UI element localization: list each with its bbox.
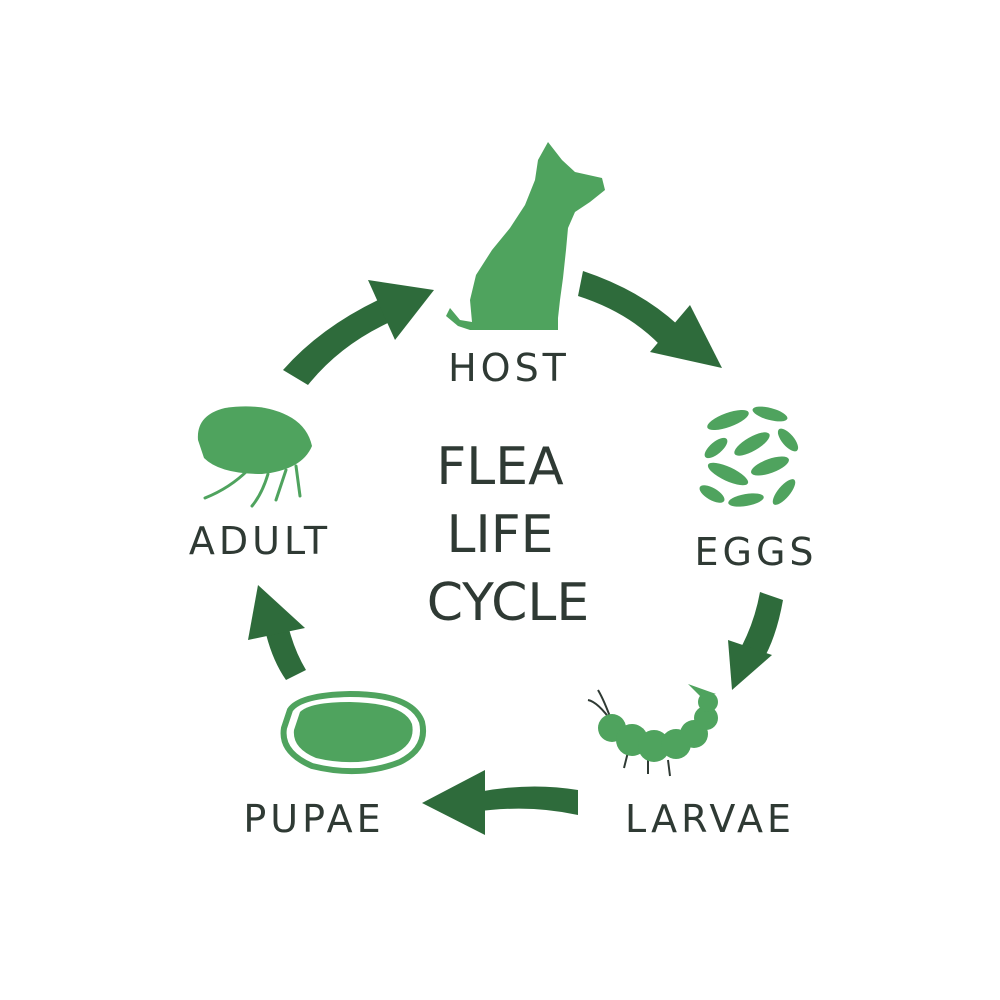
label-pupae: PUPAE: [243, 797, 384, 841]
arrow-eggs-to-larvae: [728, 592, 783, 690]
flea-icon: [197, 406, 312, 508]
label-adult: ADULT: [189, 519, 331, 563]
title-line-2: LIFE: [446, 505, 553, 565]
larva-icon: [587, 684, 718, 777]
dog-icon: [446, 142, 605, 330]
arrow-host-to-eggs: [578, 271, 722, 368]
cycle-arrows: [248, 271, 783, 835]
arrow-adult-to-host: [283, 280, 434, 385]
arrow-pupae-to-adult: [248, 585, 306, 680]
label-host: HOST: [448, 346, 570, 390]
title-line-1: FLEA: [436, 437, 564, 497]
pupa-icon: [280, 690, 426, 775]
label-eggs: EGGS: [694, 530, 817, 574]
arrow-larvae-to-pupae: [422, 770, 578, 835]
label-larvae: LARVAE: [625, 797, 795, 841]
title-line-3: CYCLE: [427, 573, 589, 633]
center-title: FLEA LIFE CYCLE: [427, 437, 589, 633]
eggs-icon: [699, 406, 799, 507]
